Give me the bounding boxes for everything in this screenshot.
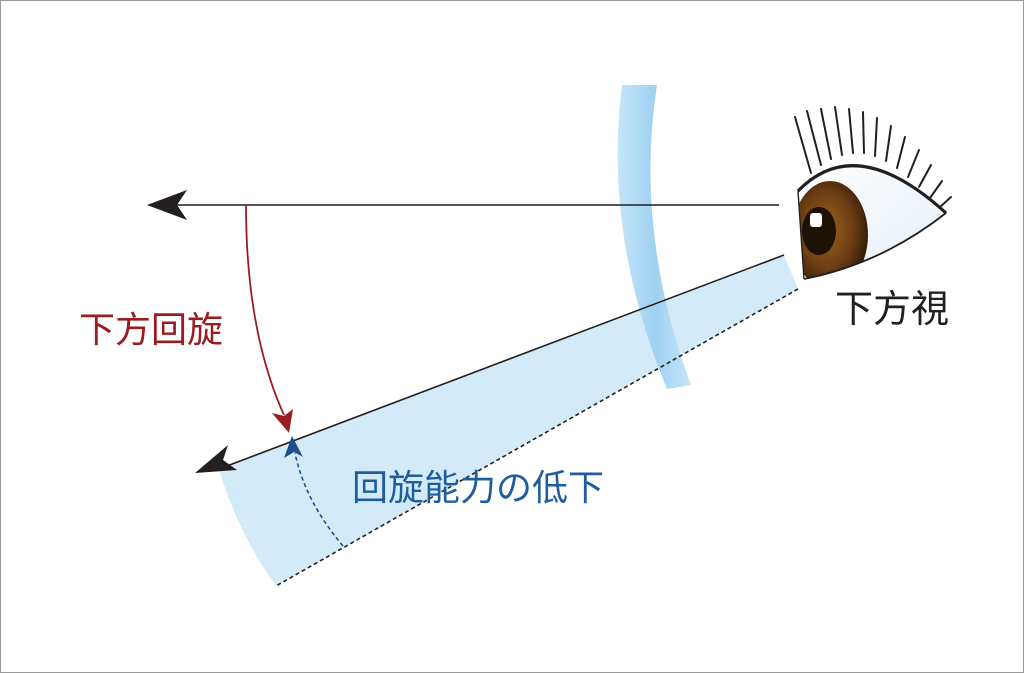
downward-gaze-arrowhead bbox=[195, 445, 237, 473]
downward-rotation-label: 下方回旋 bbox=[79, 310, 224, 351]
downward-gaze-label: 下方視 bbox=[835, 287, 950, 331]
reduced-range-region bbox=[219, 255, 798, 586]
eye-icon bbox=[794, 106, 952, 280]
reduced-rotation-label: 回旋能力の低下 bbox=[352, 468, 605, 509]
reduced-rotation-arrowhead bbox=[284, 436, 303, 458]
lens-shape bbox=[617, 85, 691, 389]
lower-range-dashed-line bbox=[275, 288, 799, 587]
downward-gaze-line bbox=[218, 254, 785, 470]
downward-rotation-arrowhead bbox=[272, 409, 293, 433]
downward-rotation-arc bbox=[245, 204, 285, 416]
horizontal-gaze-arrowhead bbox=[147, 190, 187, 220]
